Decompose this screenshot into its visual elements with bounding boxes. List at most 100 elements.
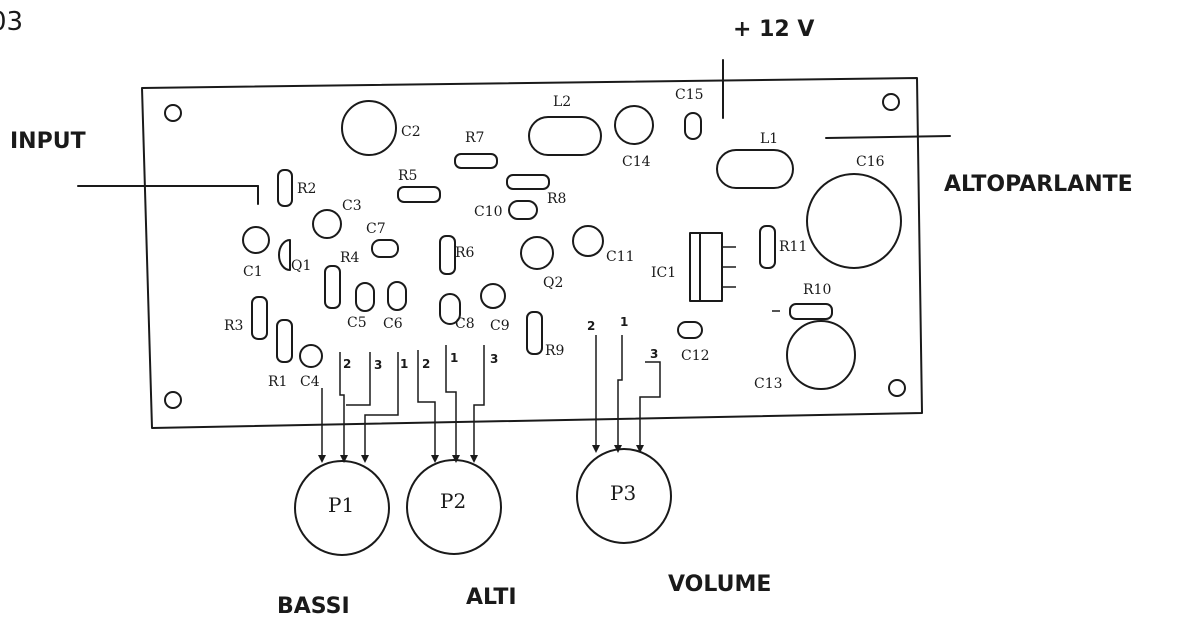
pcb-board <box>141 77 923 429</box>
wire-p3 <box>639 361 661 450</box>
mounting-hole <box>164 104 182 122</box>
mounting-hole <box>882 93 900 111</box>
label-c8: C8 <box>455 316 475 332</box>
capacitor-c16 <box>806 173 902 269</box>
label-r9: R9 <box>545 343 564 359</box>
arrow-head <box>636 445 644 453</box>
wire-p1 <box>339 352 345 460</box>
pin-label: 3 <box>374 358 382 372</box>
capacitor-c9 <box>480 283 506 309</box>
capacitor-c13 <box>786 320 856 390</box>
input-label: INPUT <box>10 129 86 154</box>
resistor-r7 <box>454 153 498 169</box>
pin-label: 3 <box>490 352 498 366</box>
capacitor-c2 <box>341 100 397 156</box>
arrow-head <box>431 455 439 463</box>
label-r5: R5 <box>398 168 417 184</box>
label-c1: C1 <box>243 264 263 280</box>
potentiometer-p2 <box>406 459 502 555</box>
label-c3: C3 <box>342 198 362 214</box>
wire-p2 <box>473 345 485 460</box>
label-p3: P3 <box>610 481 636 505</box>
potentiometer-p1 <box>294 460 390 556</box>
ic1-body <box>689 232 723 302</box>
arrow-head <box>318 455 326 463</box>
label-c6: C6 <box>383 316 403 332</box>
label-r6: R6 <box>455 245 475 261</box>
label-q1: Q1 <box>291 258 311 274</box>
label-r10: R10 <box>803 282 831 298</box>
label-c7: C7 <box>366 221 386 237</box>
capacitor-c11 <box>572 225 604 257</box>
transistor-q2 <box>520 236 554 270</box>
wire-p2 <box>417 350 436 460</box>
inductor-l1 <box>716 149 794 189</box>
supply-label: + 12 V <box>733 17 814 42</box>
label-r3: R3 <box>224 318 243 334</box>
label-r4: R4 <box>340 250 360 266</box>
label-l1: L1 <box>760 131 778 147</box>
resistor-r11 <box>759 225 776 269</box>
resistor-r2 <box>277 169 293 207</box>
arrow-head <box>592 445 600 453</box>
label-c16: C16 <box>856 154 885 170</box>
speaker-label: ALTOPARLANTE <box>944 172 1133 197</box>
resistor-r6 <box>439 235 456 275</box>
label-c2: C2 <box>401 124 421 140</box>
pin-label: 2 <box>343 357 351 371</box>
inductor-l2 <box>528 116 602 156</box>
resistor-r4 <box>324 265 341 309</box>
mounting-hole <box>888 379 906 397</box>
label-c14: C14 <box>622 154 651 170</box>
wire-p2 <box>445 345 457 460</box>
capacitor-c8 <box>439 293 461 325</box>
wire-p1 <box>364 352 399 460</box>
arrow-head <box>340 455 348 463</box>
capacitor-c14 <box>614 105 654 145</box>
figure-number: 03 <box>0 7 23 37</box>
label-c13: C13 <box>754 376 783 392</box>
label-c4: C4 <box>300 374 320 390</box>
pin-label: 1 <box>450 351 458 365</box>
label-l2: L2 <box>553 94 571 110</box>
mounting-hole <box>164 391 182 409</box>
transistor-q1 <box>278 239 291 271</box>
volume-label: VOLUME <box>668 572 771 597</box>
resistor-r5 <box>397 186 441 203</box>
label-p1: P1 <box>328 493 354 517</box>
capacitor-c15 <box>684 112 702 140</box>
capacitor-c12 <box>677 321 703 339</box>
resistor-r8 <box>506 174 550 190</box>
arrow-head <box>452 455 460 463</box>
capacitor-c3 <box>312 209 342 239</box>
wire-p3 <box>617 335 623 450</box>
label-r2: R2 <box>297 181 316 197</box>
speaker-wire <box>825 135 951 139</box>
pin-label: 2 <box>587 319 595 333</box>
pin-label: 1 <box>620 315 628 329</box>
pin-label: 3 <box>650 347 658 361</box>
treble-label: ALTI <box>466 585 517 610</box>
capacitor-c1 <box>242 226 270 254</box>
resistor-r10 <box>789 303 833 320</box>
capacitor-c10 <box>508 200 538 220</box>
label-c15: C15 <box>675 87 704 103</box>
label-r7: R7 <box>465 130 484 146</box>
pin-label: 2 <box>422 357 430 371</box>
capacitor-c5 <box>355 282 375 312</box>
capacitor-c6 <box>387 281 407 311</box>
resistor-r3 <box>251 296 268 340</box>
label-c5: C5 <box>347 315 367 331</box>
label-c10: C10 <box>474 204 503 220</box>
bass-label: BASSI <box>277 594 350 619</box>
capacitor-c4 <box>299 344 323 368</box>
capacitor-c7 <box>371 239 399 258</box>
label-q2: Q2 <box>543 275 563 291</box>
potentiometer-p3 <box>576 448 672 544</box>
label-c9: C9 <box>490 318 510 334</box>
wire-p1 <box>346 352 371 406</box>
label-r8: R8 <box>547 191 566 207</box>
resistor-r9 <box>526 311 543 355</box>
label-r1: R1 <box>268 374 287 390</box>
